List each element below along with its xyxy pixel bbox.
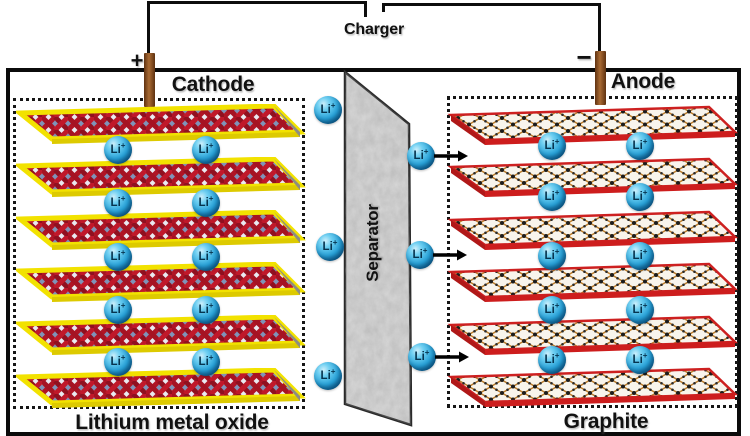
li-ion: Li+ — [538, 132, 566, 160]
cathode-layer-stack — [16, 100, 308, 410]
anode-layer — [447, 315, 739, 355]
anode-layer — [447, 210, 739, 250]
li-ion: Li+ — [104, 243, 132, 271]
li-ion: Li+ — [538, 183, 566, 211]
cathode-layer — [16, 210, 306, 250]
li-ion: Li+ — [538, 346, 566, 374]
wire-cathode-vertical — [147, 2, 150, 54]
negative-terminal-sign: − — [576, 42, 592, 72]
li-ion: Li+ — [406, 241, 434, 269]
cathode-layer — [16, 262, 306, 302]
li-ion: Li+ — [316, 233, 344, 261]
li-ion: Li+ — [538, 242, 566, 270]
li-ion: Li+ — [538, 296, 566, 324]
arrow-right-icon — [435, 351, 469, 363]
cathode-layer — [16, 315, 306, 355]
negative-terminal — [595, 51, 606, 105]
li-ion: Li+ — [104, 136, 132, 164]
cathode-material-label: Lithium metal oxide — [75, 411, 269, 434]
cathode-layer — [16, 104, 306, 144]
separator-label: Separator — [363, 204, 382, 282]
cathode-region-box — [13, 98, 305, 409]
cathode-layer — [16, 368, 306, 408]
li-ion: Li+ — [192, 348, 220, 376]
arrow-right-icon — [433, 249, 467, 261]
anode-region-box — [447, 96, 738, 408]
anode-layer — [447, 367, 739, 407]
arrow-right-icon — [434, 150, 468, 162]
li-ion: Li+ — [407, 142, 435, 170]
li-ion: Li+ — [408, 343, 436, 371]
wire-plug-stub-right — [382, 3, 385, 12]
li-ion: Li+ — [314, 96, 342, 124]
anode-layer — [447, 105, 739, 145]
charger-label: Charger — [344, 21, 404, 38]
li-ion: Li+ — [104, 348, 132, 376]
li-ion: Li+ — [626, 132, 654, 160]
li-ion: Li+ — [192, 136, 220, 164]
separator-membrane — [343, 69, 413, 427]
positive-terminal-sign: + — [130, 48, 144, 73]
li-ion: Li+ — [104, 296, 132, 324]
wire-top-left — [147, 1, 367, 4]
li-ion: Li+ — [626, 183, 654, 211]
wire-anode-vertical — [598, 3, 601, 52]
anode-layer — [447, 157, 739, 197]
anode-material-label: Graphite — [563, 410, 649, 433]
li-ion: Li+ — [626, 242, 654, 270]
li-ion: Li+ — [626, 296, 654, 324]
anode-label: Anode — [610, 70, 676, 93]
li-ion: Li+ — [192, 243, 220, 271]
li-ion: Li+ — [314, 362, 342, 390]
cathode-layer — [16, 157, 306, 197]
li-ion: Li+ — [104, 189, 132, 217]
anode-layer — [447, 262, 739, 302]
li-ion: Li+ — [192, 189, 220, 217]
wire-plug-stub-left — [364, 1, 367, 17]
li-ion: Li+ — [192, 296, 220, 324]
anode-layer-stack — [447, 97, 739, 408]
li-ion: Li+ — [626, 346, 654, 374]
cathode-label: Cathode — [171, 73, 255, 96]
wire-top-right — [382, 3, 601, 6]
positive-terminal — [144, 53, 155, 107]
